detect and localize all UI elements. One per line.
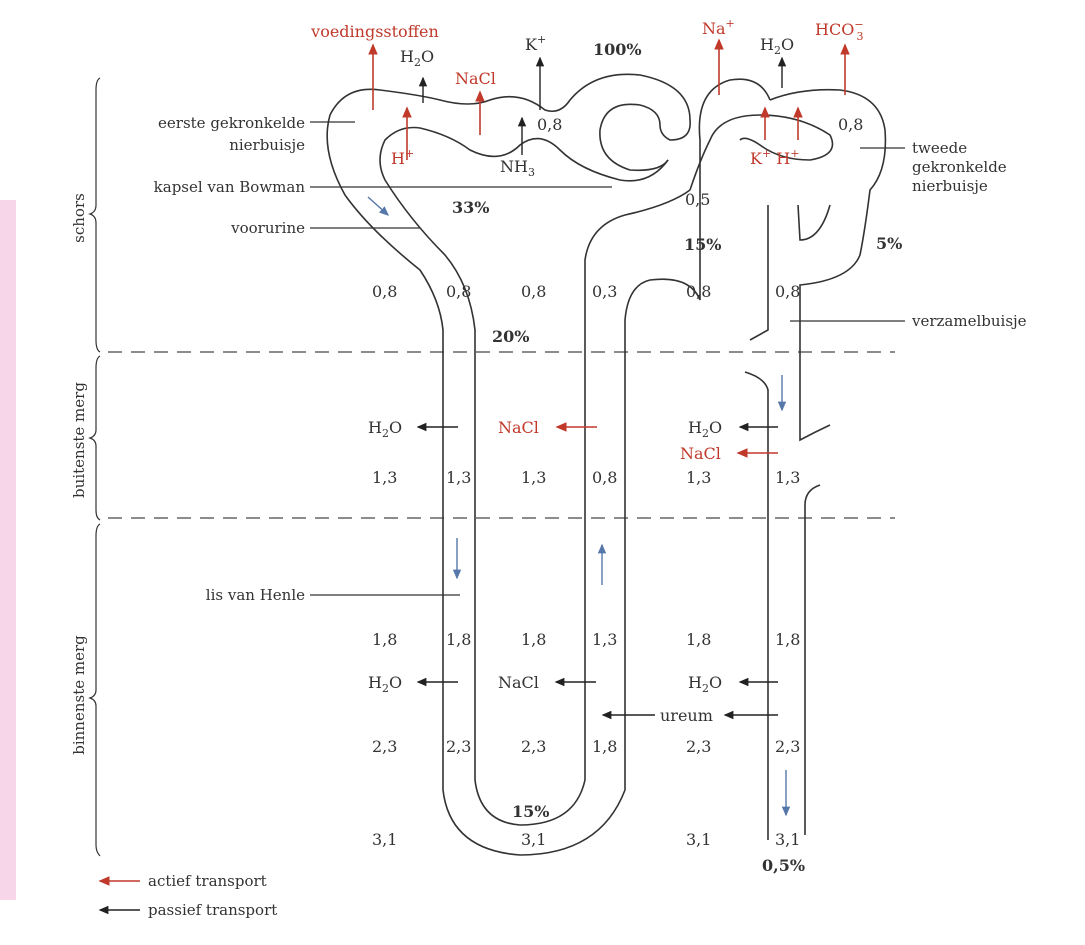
conc-cell: 0,8 [592,468,617,487]
legend-passive-label: passief transport [148,901,277,919]
text-nacl-out: NaCl [498,673,539,692]
left-decoration [0,200,16,900]
text-nh3: NH3 [500,157,535,179]
conc-cell: 2,3 [775,737,800,756]
conc-cell: 0,8 [372,282,397,301]
conc-cell: 1,3 [372,468,397,487]
conc-cell: 2,3 [372,737,397,756]
label-tweede-1: tweede [912,139,967,157]
loop-of-henle [442,78,771,856]
conc-cell: 1,3 [521,468,546,487]
flow-arrow-1 [367,196,390,216]
text-h2o-out-4: H2O [688,673,722,695]
text-h-plus: H+ [391,147,414,168]
conc-cell: 1,8 [686,630,711,649]
zone-brackets [88,77,101,857]
text-08b: 0,8 [838,115,863,134]
text-pct100: 100% [593,40,642,59]
conc-cell: 2,3 [686,737,711,756]
conc-cell: 1,8 [592,737,617,756]
pct-15b: 15% [512,802,549,821]
text-nacl-top: NaCl [455,69,496,88]
conc-cell: 1,8 [521,630,546,649]
loop-of-henle-inner [474,189,691,826]
text-nacl-red-2: NaCl [680,444,721,463]
conc-cell: 2,3 [521,737,546,756]
conc-cell: 3,1 [775,830,800,849]
text-hco3: HCO−3 [815,18,864,43]
text-h2o-out-3: H2O [368,673,402,695]
concentration-row-2: 1,3 1,3 1,3 0,8 1,3 1,3 [372,468,800,487]
conc-cell: 1,3 [592,630,617,649]
conc-cell: 0,8 [686,282,711,301]
legend-active-label: actief transport [148,872,267,890]
text-na-top: Na+ [702,17,735,38]
conc-cell: 1,8 [372,630,397,649]
label-eerste-2: nierbuisje [229,136,305,154]
zone-buitenste-merg-label: buitenste merg [70,382,88,498]
text-h2o-out-1: H2O [368,418,402,440]
text-08a: 0,8 [537,115,562,134]
value-05: 0,5 [685,190,710,209]
label-lis: lis van Henle [206,586,305,604]
conc-cell: 0,8 [775,282,800,301]
collecting-duct [744,205,831,840]
distal-tubule-outer [769,88,887,345]
distal-tubule-tail [797,204,831,241]
label-tweede-3: nierbuisje [912,177,988,195]
text-voeding: voedingsstoffen [310,22,439,41]
conc-cell: 1,8 [446,630,471,649]
pct-33: 33% [452,198,489,217]
label-kapsel: kapsel van Bowman [154,178,306,196]
pct-5: 5% [876,234,902,253]
nephron-outer-wall [326,73,691,352]
concentration-row-4: 2,3 2,3 2,3 1,8 2,3 2,3 [372,737,800,756]
nephron-inner-wall [379,126,669,520]
conc-cell: 0,8 [446,282,471,301]
conc-cell: 3,1 [372,830,397,849]
zone-binnenste-merg-label: binnenste merg [70,635,88,755]
conc-cell: 0,3 [592,282,617,301]
conc-cell: 1,3 [686,468,711,487]
conc-cell: 1,3 [775,468,800,487]
distal-tubule [689,114,834,191]
conc-cell: 1,8 [775,630,800,649]
pct-20: 20% [492,327,529,346]
concentration-row-1: 0,8 0,8 0,8 0,3 0,8 0,8 [372,282,800,301]
text-h2o-top2: H2O [760,35,794,57]
text-k-top: K+ [525,33,546,54]
text-h2o-top: H2O [400,47,434,69]
label-eerste-1: eerste gekronkelde [158,114,305,132]
zone-schors-label: schors [70,193,88,243]
label-verzamel: verzamelbuisje [911,312,1027,330]
conc-cell: 3,1 [686,830,711,849]
label-voorurine: voorurine [230,219,305,237]
conc-cell: 2,3 [446,737,471,756]
conc-cell: 0,8 [521,282,546,301]
text-h2o-out-2: H2O [688,418,722,440]
text-k-h: K+ H+ [750,147,799,168]
label-tweede-2: gekronkelde [912,158,1007,176]
text-nacl-red-1: NaCl [498,418,539,437]
concentration-row-3: 1,8 1,8 1,8 1,3 1,8 1,8 [372,630,800,649]
text-ureum: ureum [660,706,713,725]
pct-05: 0,5% [762,856,805,875]
pct-15a: 15% [684,235,721,254]
conc-cell: 3,1 [521,830,546,849]
conc-cell: 1,3 [446,468,471,487]
concentration-row-5: 3,1 3,1 3,1 3,1 [372,830,800,849]
